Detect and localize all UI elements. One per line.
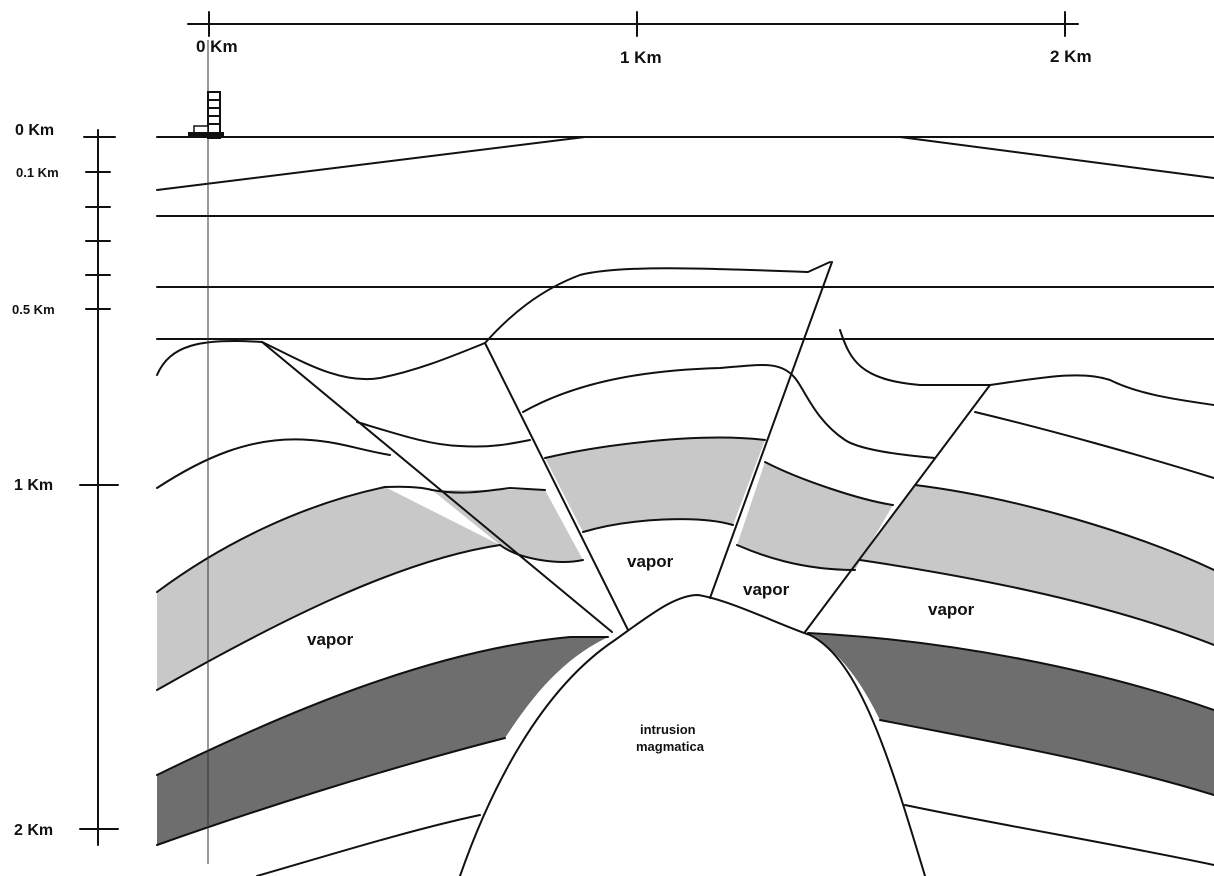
horizontal-scale-bar: 0 Km 1 Km 2 Km: [187, 11, 1092, 67]
dark-layer-left: [157, 637, 608, 845]
zone-labels: vapor vapor vapor vapor intrusion magmat…: [307, 552, 975, 754]
vapor-label-mid: vapor: [743, 580, 790, 599]
drilling-rig-icon: [188, 91, 224, 139]
vertical-depth-scale: 0 Km 0.1 Km 0.5 Km 1 Km 2 Km: [12, 122, 119, 846]
dark-grey-layer: [157, 633, 1214, 845]
dark-layer-right: [808, 633, 1214, 795]
fault-2: [484, 342, 629, 631]
depth-label-1: 1 Km: [14, 477, 53, 494]
strata-lines: [156, 136, 1214, 340]
faults: [261, 261, 991, 633]
vapor-label-left: vapor: [307, 630, 354, 649]
light-grey-layer: [157, 437, 1214, 690]
vapor-label-right: vapor: [928, 600, 975, 619]
light-layer-block-1: [157, 487, 500, 690]
layer-contacts: [156, 261, 1214, 876]
light-layer-block-2: [432, 490, 583, 562]
fault-3: [709, 261, 833, 599]
light-layer-block-5: [860, 485, 1214, 645]
depth-label-2: 2 Km: [14, 822, 53, 839]
h-tick-label-0: 0 Km: [196, 37, 238, 56]
fault-4: [804, 384, 991, 633]
light-layer-block-4: [737, 462, 893, 570]
light-layer-block-3: [545, 437, 765, 532]
depth-label-0: 0 Km: [15, 122, 54, 139]
intrusion-label-line1: intrusion: [640, 722, 696, 737]
magmatic-intrusion: [459, 594, 926, 876]
depth-label-0-1: 0.1 Km: [16, 165, 59, 180]
h-tick-label-1: 1 Km: [620, 48, 662, 67]
h-tick-label-2: 2 Km: [1050, 47, 1092, 66]
depth-label-0-5: 0.5 Km: [12, 302, 55, 317]
fault-1: [261, 341, 613, 633]
vapor-label-center: vapor: [627, 552, 674, 571]
intrusion-label-line2: magmatica: [636, 739, 705, 754]
